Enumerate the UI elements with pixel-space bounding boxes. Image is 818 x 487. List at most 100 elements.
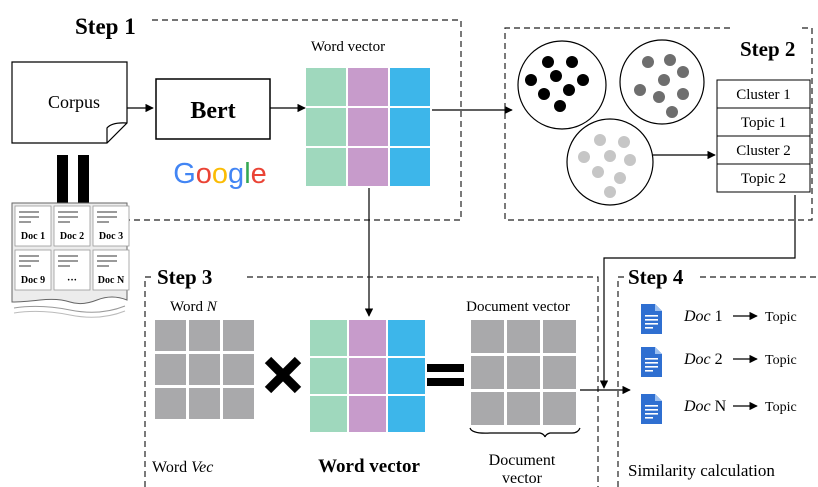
document-icon-line — [645, 323, 658, 325]
cluster-dot — [653, 91, 665, 103]
document-icon-line — [645, 405, 658, 407]
table-cell — [716, 163, 811, 193]
vector-cell — [348, 148, 388, 186]
matrix-cell — [471, 320, 504, 353]
matrix-cell — [155, 388, 186, 419]
cluster-dot — [666, 106, 678, 118]
cluster-dot — [577, 74, 589, 86]
step4-doc-label: Doc N — [683, 398, 727, 415]
google-letter: G — [173, 158, 196, 190]
matrix-cell — [471, 356, 504, 389]
matrix-cell — [189, 354, 220, 385]
doc-line — [19, 221, 31, 223]
doc-line — [97, 255, 117, 257]
doc-label: Doc 3 — [99, 231, 123, 242]
cluster-dot — [604, 150, 616, 162]
cluster-dot — [664, 54, 676, 66]
connector-bar-left — [57, 155, 68, 203]
step4-doc-label: Doc 2 — [683, 351, 723, 368]
cluster-dot — [550, 70, 562, 82]
vector-cell — [306, 148, 346, 186]
document-icon-line — [645, 327, 653, 329]
vector-cell — [306, 108, 346, 146]
document-vector-matrix — [471, 320, 576, 425]
cluster-circle-black — [517, 40, 607, 130]
vector-cell — [349, 396, 386, 432]
step4-frame — [617, 276, 818, 487]
vector-cell — [310, 358, 347, 394]
step4-topic-label: Topic — [765, 310, 797, 325]
doc-label: Doc 1 — [21, 231, 45, 242]
matrix-cell — [223, 320, 254, 351]
google-logo: Google — [173, 158, 267, 190]
cluster-dot — [614, 172, 626, 184]
equals-sign-bottom — [427, 378, 464, 386]
step4-doc-word: Doc — [683, 308, 711, 325]
vector-cell — [390, 108, 430, 146]
step4-doc-num: 1 — [711, 308, 723, 325]
word-vec-var: Vec — [191, 459, 213, 476]
document-icon-line — [645, 370, 653, 372]
multiply-sign — [264, 356, 302, 394]
document-icon-fold — [655, 394, 662, 401]
step4-doc-label: Doc 1 — [683, 308, 723, 325]
cluster-dot — [566, 56, 578, 68]
matrix-cell — [543, 392, 576, 425]
vector-cell — [388, 396, 425, 432]
vector-cell — [349, 320, 386, 356]
document-icon-line — [645, 409, 658, 411]
table-cell — [716, 135, 811, 165]
matrix-cell — [155, 320, 186, 351]
step3-panel: Step 3 Word N Document vector Word Vec W… — [144, 265, 599, 487]
word-n-label: Word N — [170, 299, 218, 315]
cluster-dot — [578, 151, 590, 163]
matrix-cell — [543, 320, 576, 353]
brace-right — [544, 427, 581, 438]
document-stack-edge — [13, 305, 126, 313]
table-cell-label: Cluster 1 — [736, 87, 791, 103]
document-icon-fold — [655, 304, 662, 311]
google-letter: o — [196, 158, 212, 190]
doc-line — [97, 260, 117, 262]
cluster-dots — [525, 54, 689, 198]
document-icon-fold — [655, 347, 662, 354]
matrix-cell — [155, 354, 186, 385]
cluster-dot — [538, 88, 550, 100]
vector-cell — [390, 68, 430, 106]
doc-line — [58, 260, 78, 262]
corpus-label: Corpus — [48, 92, 100, 112]
cluster-dot — [594, 134, 606, 146]
cluster-dot — [542, 56, 554, 68]
google-letter: l — [244, 158, 250, 190]
step2-title: Step 2 — [740, 37, 795, 61]
vector-cell — [388, 358, 425, 394]
word-vector-matrix — [306, 68, 430, 186]
arrow-table-to-step4 — [599, 195, 796, 389]
matrix-cell — [507, 320, 540, 353]
document-icon-line — [645, 417, 653, 419]
cluster-dot — [677, 66, 689, 78]
step3-frame — [144, 276, 599, 487]
step4-title: Step 4 — [628, 265, 684, 289]
word-vector-label: Word vector — [311, 39, 385, 55]
word-vector-bold-label: Word vector — [318, 456, 420, 477]
table-cell-label: Topic 1 — [741, 115, 786, 131]
vector-cell — [348, 108, 388, 146]
vector-cell — [388, 320, 425, 356]
brace-left — [469, 427, 546, 438]
doc-label: Doc N — [98, 275, 125, 286]
matrix-cell — [507, 356, 540, 389]
vector-cell — [310, 320, 347, 356]
cluster-dot — [658, 74, 670, 86]
doc-label: ··· — [67, 275, 77, 286]
step4-doc-word: Doc — [683, 398, 711, 415]
vector-cell — [348, 68, 388, 106]
vector-cell — [310, 396, 347, 432]
equals-sign-top — [427, 364, 464, 372]
google-letter: e — [251, 158, 267, 190]
word-vector-matrix-step3 — [310, 320, 425, 432]
table-cell — [716, 79, 811, 109]
